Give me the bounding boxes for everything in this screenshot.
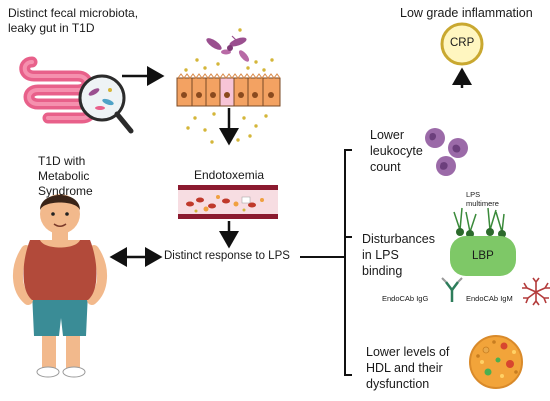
- disturbances-label-line3: binding: [362, 264, 403, 278]
- lbp-icon: [450, 207, 516, 276]
- lps-multimere-label-line1: LPS: [466, 190, 481, 199]
- blood-vessel-icon: [178, 185, 278, 219]
- disturbances-label-line2: in LPS: [362, 248, 399, 262]
- hdl-label-line1: Lower levels of: [366, 345, 450, 359]
- outcomes-bracket: [342, 149, 352, 376]
- distinct-response-label: Distinct response to LPS: [164, 250, 290, 262]
- hdl-particle-icon: [469, 335, 523, 389]
- microbiota-label-line2: leaky gut in T1D: [8, 21, 95, 35]
- lps-multimere-label-line2: multimere: [466, 199, 499, 208]
- lbp-label: LBP: [472, 250, 494, 262]
- person-metabolic-syndrome-icon: [13, 194, 107, 378]
- endocab-igm-label: EndoCAb IgM: [466, 294, 513, 303]
- igm-antibody-icon: [522, 277, 550, 306]
- leukocyte-icon: [425, 128, 468, 176]
- gut-epithelium-icon: [176, 28, 281, 144]
- endotoxemia-label: Endotoxemia: [194, 168, 265, 182]
- igg-antibody-icon: [441, 277, 463, 302]
- crp-icon: [440, 22, 484, 66]
- crp-label: CRP: [450, 37, 475, 49]
- t1d-label-line2: Metabolic: [38, 169, 90, 183]
- low-grade-inflammation-label: Low grade inflammation: [400, 6, 533, 20]
- endocab-igg-label: EndoCAb IgG: [382, 294, 429, 303]
- lower-leukocyte-label-line1: Lower: [370, 128, 405, 142]
- lower-leukocyte-label-line2: leukocyte: [370, 144, 423, 158]
- t1d-label-line3: Syndrome: [38, 184, 93, 198]
- disturbances-label-line1: Disturbances: [362, 232, 435, 246]
- lower-leukocyte-label-line3: count: [370, 160, 401, 174]
- t1d-label-line1: T1D with: [38, 154, 86, 168]
- intestine-magnifier-icon: [19, 56, 134, 134]
- hdl-label-line3: dysfunction: [366, 377, 430, 391]
- microbiota-label-line1: Distinct fecal microbiota,: [8, 6, 139, 20]
- hdl-label-line2: HDL and their: [366, 361, 443, 375]
